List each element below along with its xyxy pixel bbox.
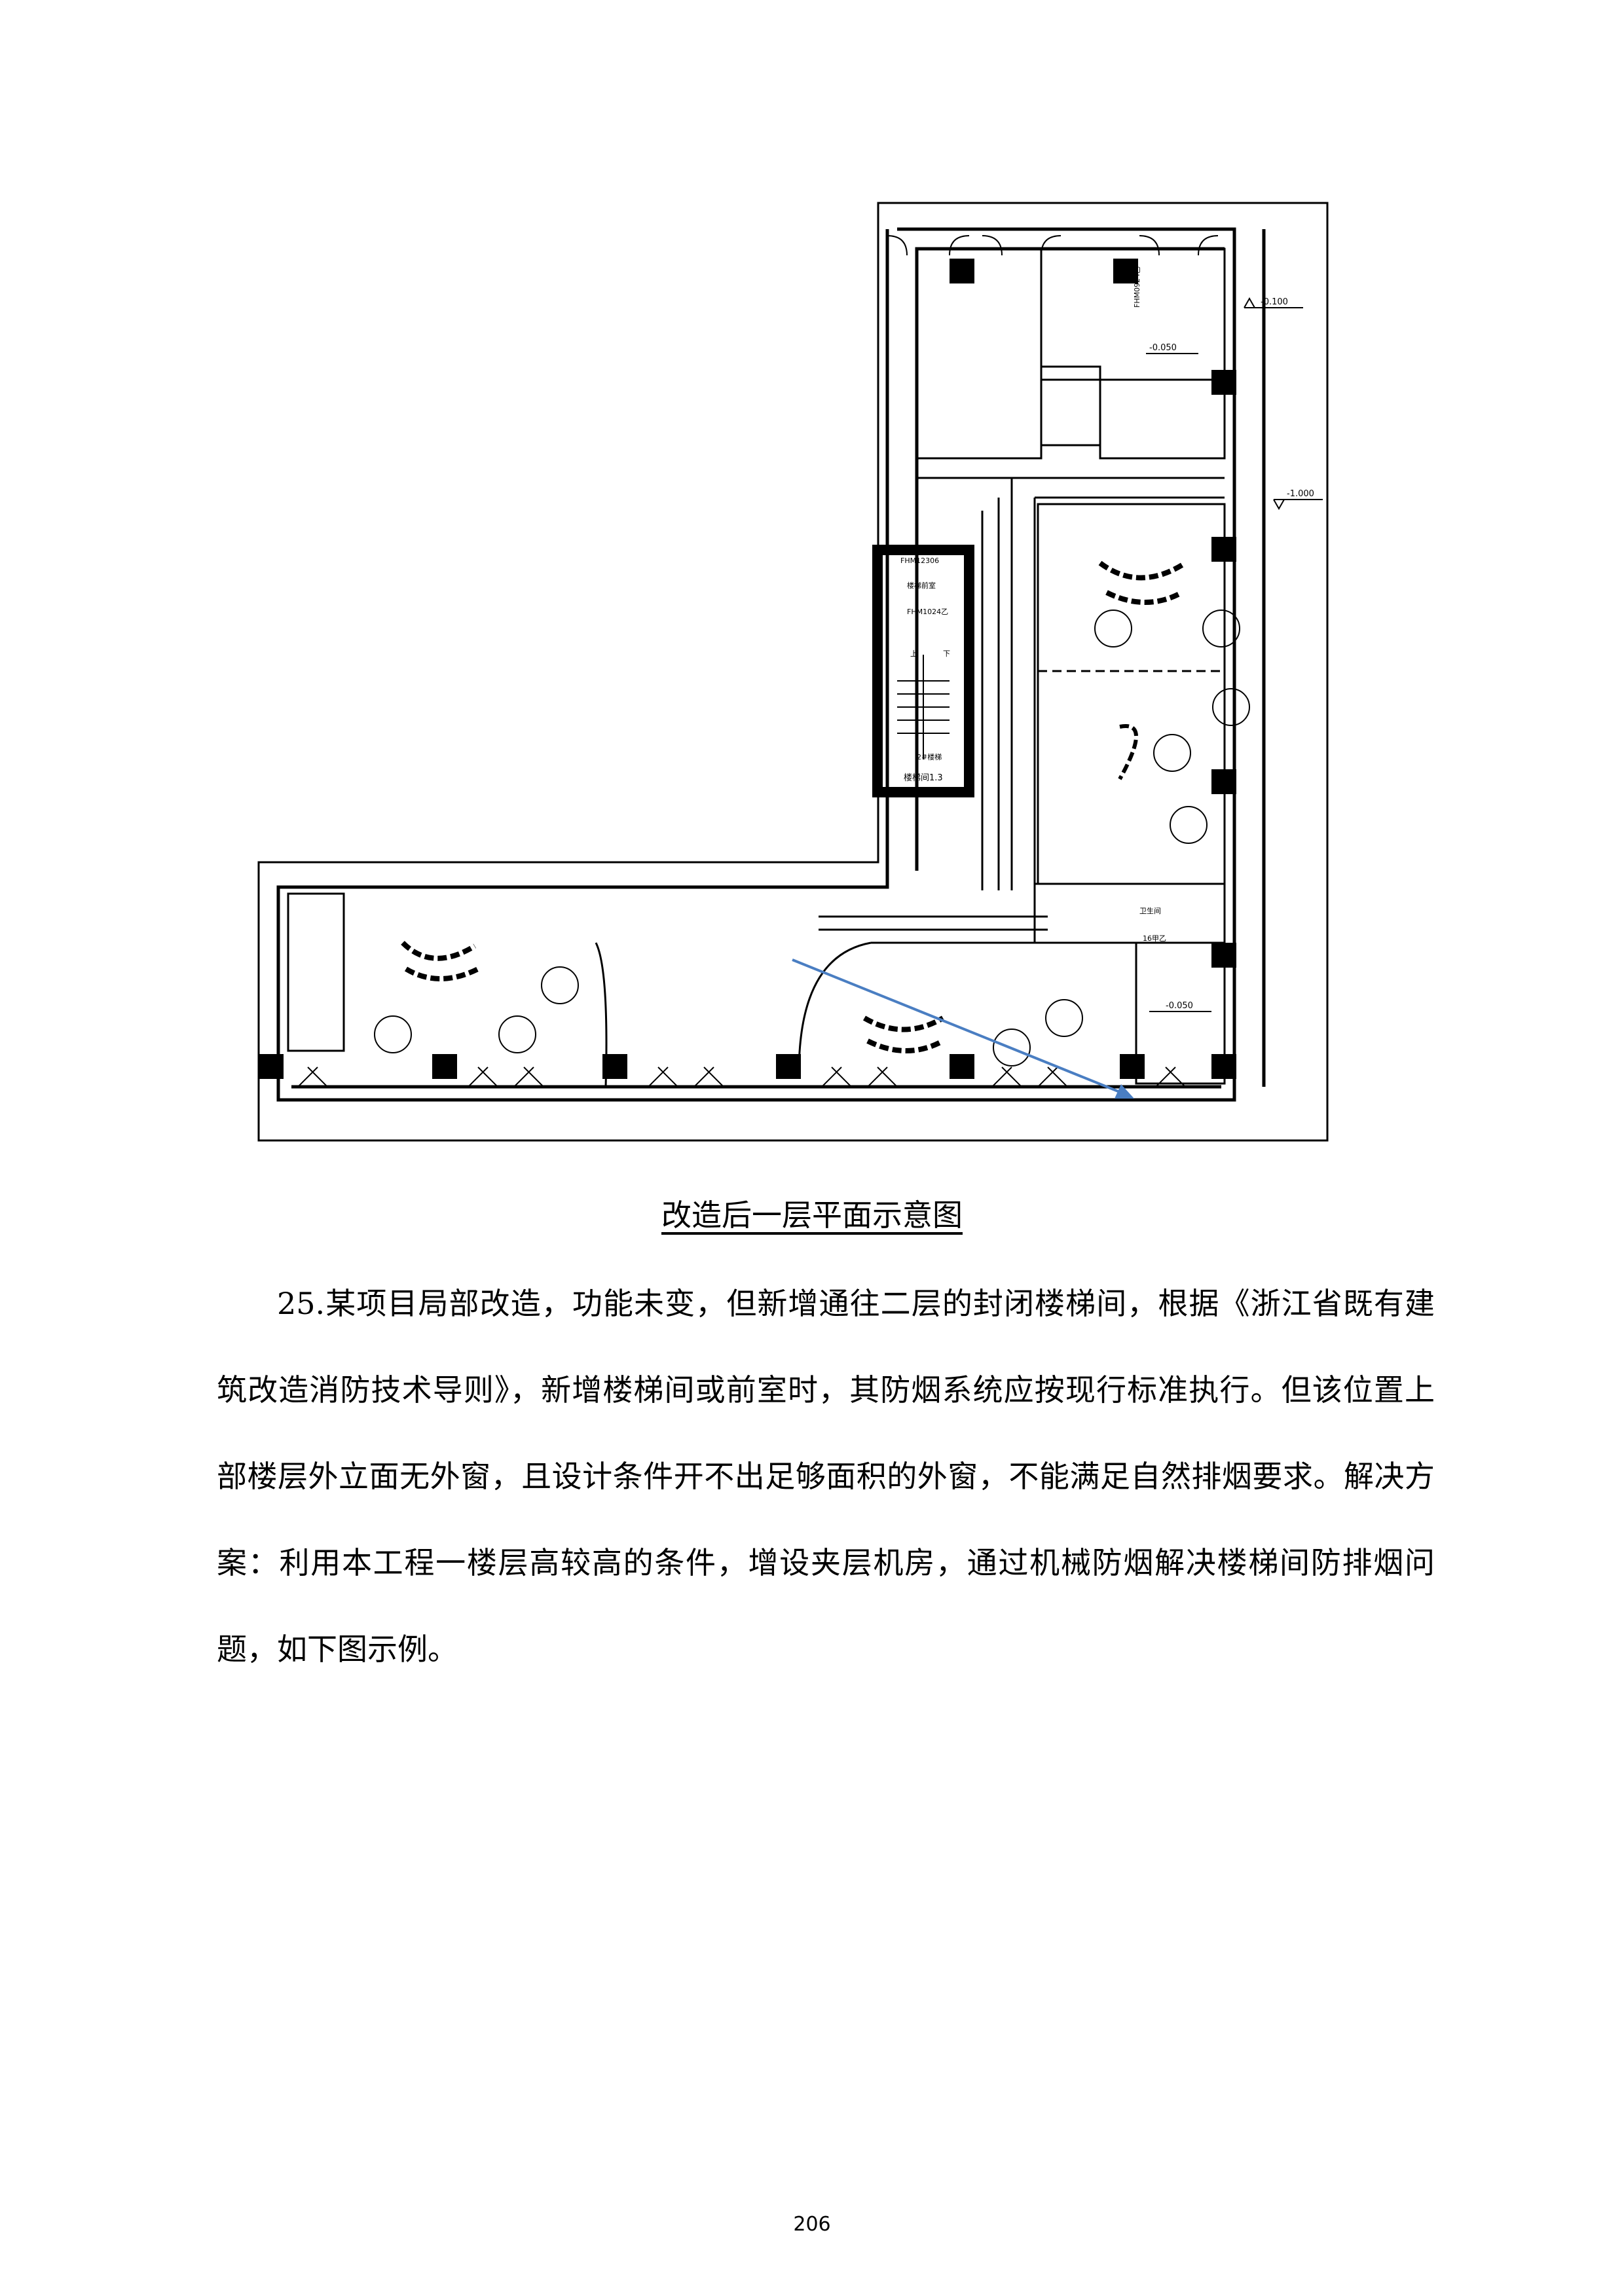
figure-caption: 改造后一层平面示意图 <box>661 1197 963 1233</box>
office-block <box>915 247 1226 479</box>
door-tag: FHM1230⁠6 <box>900 556 939 565</box>
stair-label: 楼梯间1.3 <box>904 773 943 783</box>
elevation-label: -0.050 <box>1166 1001 1193 1011</box>
page-number: 206 <box>793 2213 831 2236</box>
elevation-label: -0.100 <box>1261 297 1288 307</box>
elevation-label: -0.050 <box>1149 343 1177 353</box>
stair-label: 楼梯前室 <box>907 581 936 590</box>
meeting-rooms <box>1033 503 1226 1085</box>
annotation-arrow <box>792 958 1134 1099</box>
equipment-sub: 16甲乙 <box>1143 934 1166 943</box>
equipment-label: 卫生间 <box>1139 906 1161 915</box>
structural-columns <box>259 259 1236 1079</box>
lower-wing <box>287 892 1035 1087</box>
paragraph: 25.某项目局部改造，功能未变，但新增通往二层的封闭楼梯间，根据《浙江省既有建筑… <box>217 1286 1435 1667</box>
building-walls <box>276 227 1266 1102</box>
elevation-markers <box>1146 297 1323 1012</box>
elevation-label: -1.000 <box>1287 489 1314 499</box>
round-tables <box>374 610 1250 1066</box>
body-text: 25.某项目局部改造，功能未变，但新增通往二层的封闭楼梯间，根据《浙江省既有建筑… <box>217 1260 1435 1692</box>
stair-label: 2#楼梯 <box>917 752 942 761</box>
door-tag: FHM1024乙 <box>907 608 948 616</box>
plan-outer-frame <box>257 202 1329 1142</box>
corridor-lines <box>819 478 1225 931</box>
door-tag: FHM0924乙 <box>1133 266 1141 308</box>
floor-plan-drawing: -0.100 -0.050 -1.000 -0.050 FHM0924乙 FHM… <box>257 202 1329 1142</box>
stair-label: 下 <box>943 649 950 658</box>
window-bays <box>297 235 1219 1087</box>
arc-seating <box>401 560 1187 1053</box>
stair-label: 上 <box>910 649 917 658</box>
stair-enclosure <box>872 545 974 797</box>
